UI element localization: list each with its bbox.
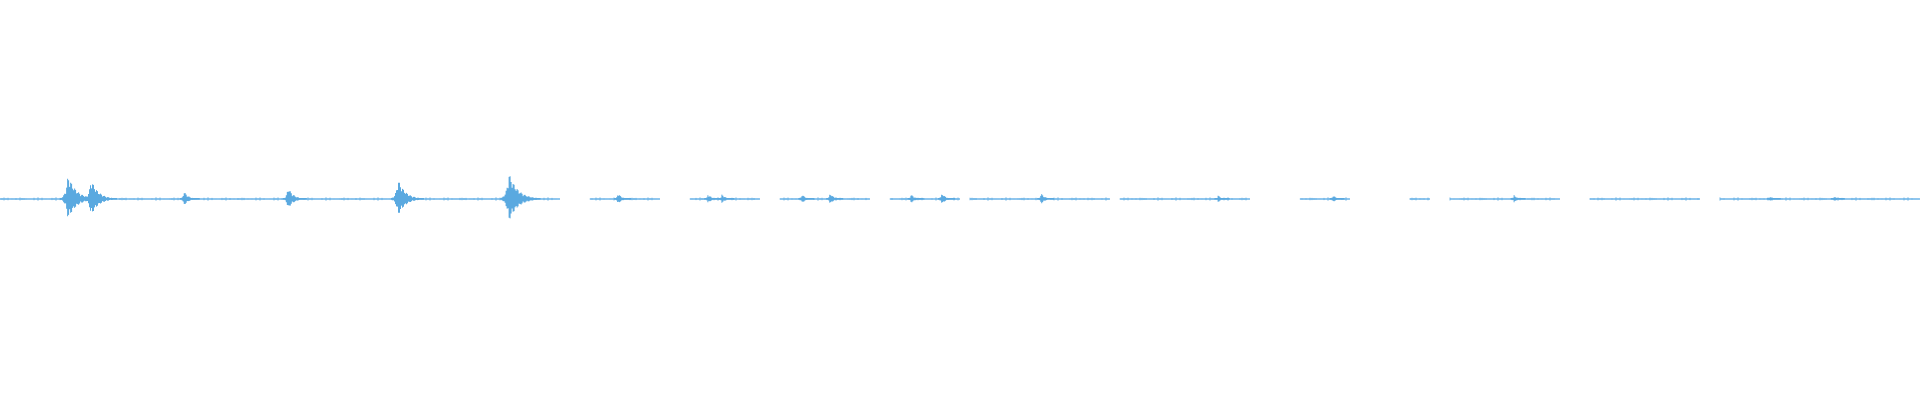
- waveform-burst: [391, 182, 424, 213]
- waveform-burst: [84, 184, 117, 212]
- waveform-burst: [907, 195, 924, 203]
- waveform-burst: [282, 191, 307, 206]
- waveform-burst: [1037, 194, 1055, 204]
- waveform-noise: [969, 197, 1039, 201]
- waveform-burst: [826, 194, 844, 203]
- waveform-noise: [1589, 197, 1699, 201]
- waveform-burst: [798, 195, 815, 202]
- waveform-burst: [179, 193, 200, 204]
- waveform-burst: [614, 195, 632, 203]
- waveform-burst: [704, 195, 721, 203]
- waveform-noise: [1719, 197, 1919, 201]
- waveform-burst: [938, 194, 956, 203]
- waveform-noise: [119, 197, 229, 201]
- waveform-burst: [1214, 195, 1230, 202]
- waveform-burst: [1766, 197, 1781, 201]
- waveform-noise: [1449, 197, 1559, 201]
- waveform-noise: [0, 197, 69, 201]
- waveform-burst: [1329, 196, 1345, 202]
- waveform-burst: [500, 176, 541, 219]
- waveform-burst: [1830, 197, 1845, 201]
- waveform-burst: [718, 194, 735, 203]
- waveform-burst: [1510, 195, 1526, 203]
